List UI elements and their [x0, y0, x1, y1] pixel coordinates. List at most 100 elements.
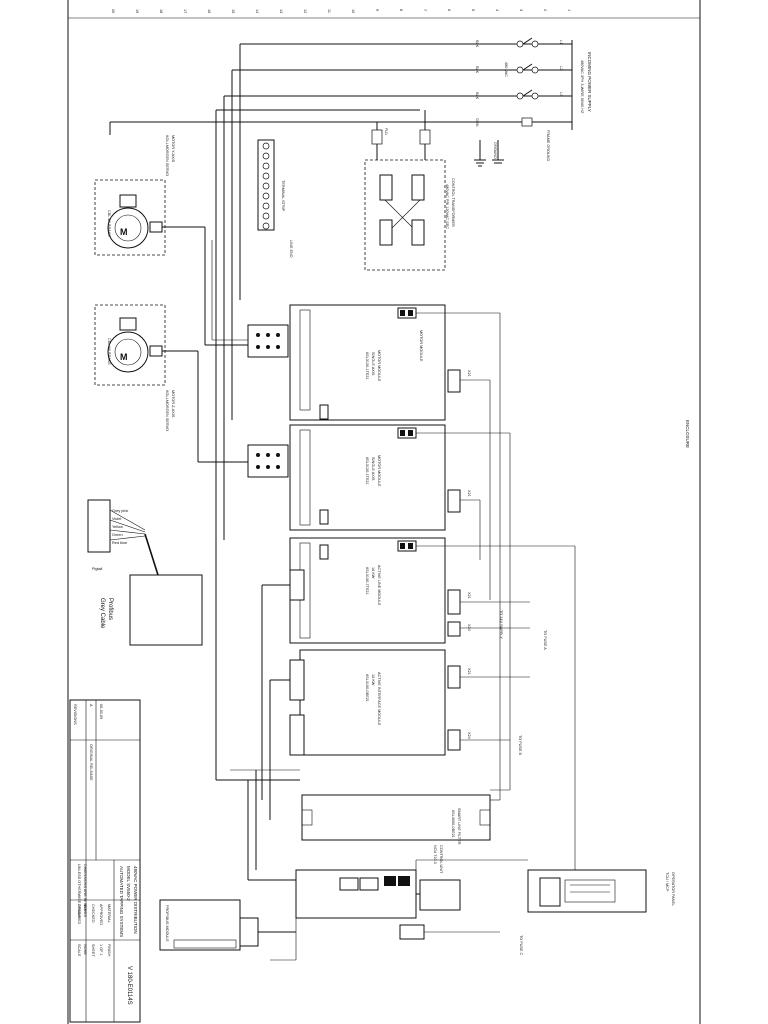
svg-text:NCU 710.3: NCU 710.3 — [433, 845, 437, 864]
svg-text:SCALE: SCALE — [77, 944, 81, 957]
svg-text:X21: X21 — [467, 370, 471, 377]
drive-module-b: MOTOR MODULE SINGLE AXIS 6SL3120-1TE21 X… — [247, 424, 471, 531]
terminal — [262, 182, 270, 190]
row-number: 3 — [519, 9, 523, 11]
svg-text:ACTIVE INTERFACE MODULE: ACTIVE INTERFACE MODULE — [377, 672, 381, 726]
line-module-connectors — [261, 569, 305, 820]
svg-text:MODEL SV550-2: MODEL SV550-2 — [126, 866, 131, 901]
ground-symbol-2 — [492, 140, 504, 164]
svg-text:L3: L3 — [559, 92, 563, 96]
svg-text:SINGLE AXIS: SINGLE AXIS — [371, 352, 375, 376]
svg-text:16 KW: 16 KW — [371, 567, 375, 579]
svg-text:M: M — [120, 352, 128, 362]
svg-text:6SL3100-0BE21: 6SL3100-0BE21 — [365, 674, 369, 702]
row-number: 19 — [135, 9, 139, 13]
motor-z: M MOTOR Z-AXIS KOLLMORGEN SERVO CBL W/ B… — [94, 304, 199, 462]
row-number: 2 — [543, 9, 547, 11]
row-number: 12 — [303, 9, 307, 13]
svg-text:6SL3130-7TE21: 6SL3130-7TE21 — [365, 567, 369, 595]
svg-text:FU1: FU1 — [384, 128, 388, 135]
svg-text:TO FUSE C: TO FUSE C — [519, 935, 523, 955]
incoming-power-label: INCOMING POWER SUPPLY — [587, 52, 592, 112]
control-feed — [216, 769, 300, 961]
svg-text:X21: X21 — [467, 668, 471, 675]
svg-text:L1: L1 — [559, 40, 563, 44]
svg-text:X21: X21 — [467, 490, 471, 497]
svg-text:Yellow: Yellow — [112, 525, 123, 529]
svg-text:Grey Cable: Grey Cable — [99, 598, 105, 629]
svg-text:TERMINAL STRIP: TERMINAL STRIP — [281, 180, 285, 212]
svg-text:TO FUSE B: TO FUSE B — [518, 735, 522, 755]
row-number: 5 — [471, 9, 475, 11]
title-block: REVISIONS ORIGINAL RELEASE A 06-30-09 UN… — [69, 699, 141, 1023]
svg-text:MOTOR MODULE: MOTOR MODULE — [377, 350, 381, 382]
row-number: 8 — [399, 9, 403, 11]
svg-text:MOTOR MODULE: MOTOR MODULE — [419, 330, 423, 362]
svg-text:OPERATOR PANEL: OPERATOR PANEL — [671, 872, 675, 906]
row-number: 15 — [231, 9, 235, 13]
incoming-power-sub: 480VAC 3PH 3-WIRE 50/60 HZ — [580, 60, 584, 114]
svg-text:MATERIAL: MATERIAL — [107, 904, 111, 923]
svg-text:Violet: Violet — [112, 517, 122, 521]
svg-text:Red blue: Red blue — [112, 541, 127, 545]
voltage-tag: 480 VAC — [504, 62, 508, 77]
svg-text:X24: X24 — [467, 732, 471, 739]
ground-symbol: GROUND — [474, 140, 497, 167]
row-number: 6 — [447, 9, 451, 11]
row-number: 1 — [567, 9, 571, 11]
smart-line-filter: SMART LINE FILTER 6SL3000-0BE21 — [301, 794, 491, 845]
svg-text:L2: L2 — [559, 66, 563, 70]
row-number: 18 — [159, 9, 163, 13]
control-transformer: CONTROL TRANSFORMER 480VAC PRI 120VAC SE… — [364, 144, 455, 271]
row-number: 4 — [495, 9, 499, 11]
svg-text:CBL W/ BRAKE: CBL W/ BRAKE — [107, 210, 111, 237]
svg-text:BLK: BLK — [475, 40, 479, 48]
svg-text:NONE: NONE — [83, 944, 87, 955]
row-number: 10 — [351, 9, 355, 13]
svg-text:1 OF 1: 1 OF 1 — [99, 944, 103, 956]
power-bus — [109, 43, 470, 780]
svg-text:480VAC POWER DISTRIBUTION: 480VAC POWER DISTRIBUTION — [133, 866, 138, 934]
svg-text:GROUND: GROUND — [493, 142, 497, 159]
svg-text:TO 24V SUPPLY: TO 24V SUPPLY — [499, 610, 503, 639]
terminal — [262, 152, 270, 160]
svg-text:6SL3120-1TE21: 6SL3120-1TE21 — [365, 352, 369, 380]
svg-text:FRAME GROUND: FRAME GROUND — [546, 130, 550, 161]
terminal — [262, 172, 270, 180]
svg-text:KOLLMORGEN SERVO: KOLLMORGEN SERVO — [165, 390, 169, 431]
drive-module-a: MOTOR MODULE MOTOR MODULE SINGLE AXIS 6S… — [247, 304, 471, 421]
svg-text:X21: X21 — [467, 592, 471, 599]
terminal-strip: TERMINAL STRIP LINE END — [257, 139, 293, 258]
svg-text:TCU / MCP: TCU / MCP — [665, 872, 669, 892]
svg-text:CONTROL TRANSFORMER: CONTROL TRANSFORMER — [451, 178, 455, 227]
row-number: 13 — [279, 9, 283, 13]
motor-y: M MOTOR Y-AXIS KOLLMORGEN SERVO CBL W/ B… — [94, 135, 206, 345]
terminal — [262, 192, 270, 200]
fuse-block: FU1 GROUND — [371, 110, 504, 167]
svg-text:CONTROL UNIT: CONTROL UNIT — [439, 845, 443, 874]
terminal — [262, 142, 270, 150]
svg-text:SINGLE AXIS: SINGLE AXIS — [371, 457, 375, 481]
svg-text:SHEET: SHEET — [91, 944, 95, 957]
operator-panel: OPERATOR PANEL TCU / MCP — [527, 869, 675, 913]
svg-text:MOTOR Y-AXIS: MOTOR Y-AXIS — [171, 135, 175, 163]
ground-feed: FRAME GROUND GRN — [470, 117, 572, 161]
disconnect-l1: L1 BLK — [470, 37, 572, 48]
svg-text:DRAWN: DRAWN — [77, 904, 81, 918]
svg-text:BLK: BLK — [475, 92, 479, 100]
profibus-title: Profibus — [107, 598, 113, 620]
profibus-module: PROFIBUS MODULE — [159, 899, 296, 951]
terminal — [262, 162, 270, 170]
svg-text:ACTIVE LINE MODULE: ACTIVE LINE MODULE — [377, 565, 381, 606]
row-number: 20 — [111, 9, 115, 13]
active-line-module: ACTIVE LINE MODULE 16 KW 6SL3130-7TE21 X… — [289, 537, 547, 650]
svg-text:MOTOR Z-AXIS: MOTOR Z-AXIS — [171, 390, 175, 418]
svg-text:LINE END: LINE END — [289, 240, 293, 258]
row-number: 11 — [327, 9, 331, 13]
svg-text:ORIGINAL RELEASE: ORIGINAL RELEASE — [89, 744, 93, 781]
svg-text:FINISH: FINISH — [107, 944, 111, 957]
ac-motor-symbol: M — [120, 227, 128, 237]
profibus-pigtail: Grey pink Violet Yellow Green Red blue P… — [87, 499, 203, 646]
